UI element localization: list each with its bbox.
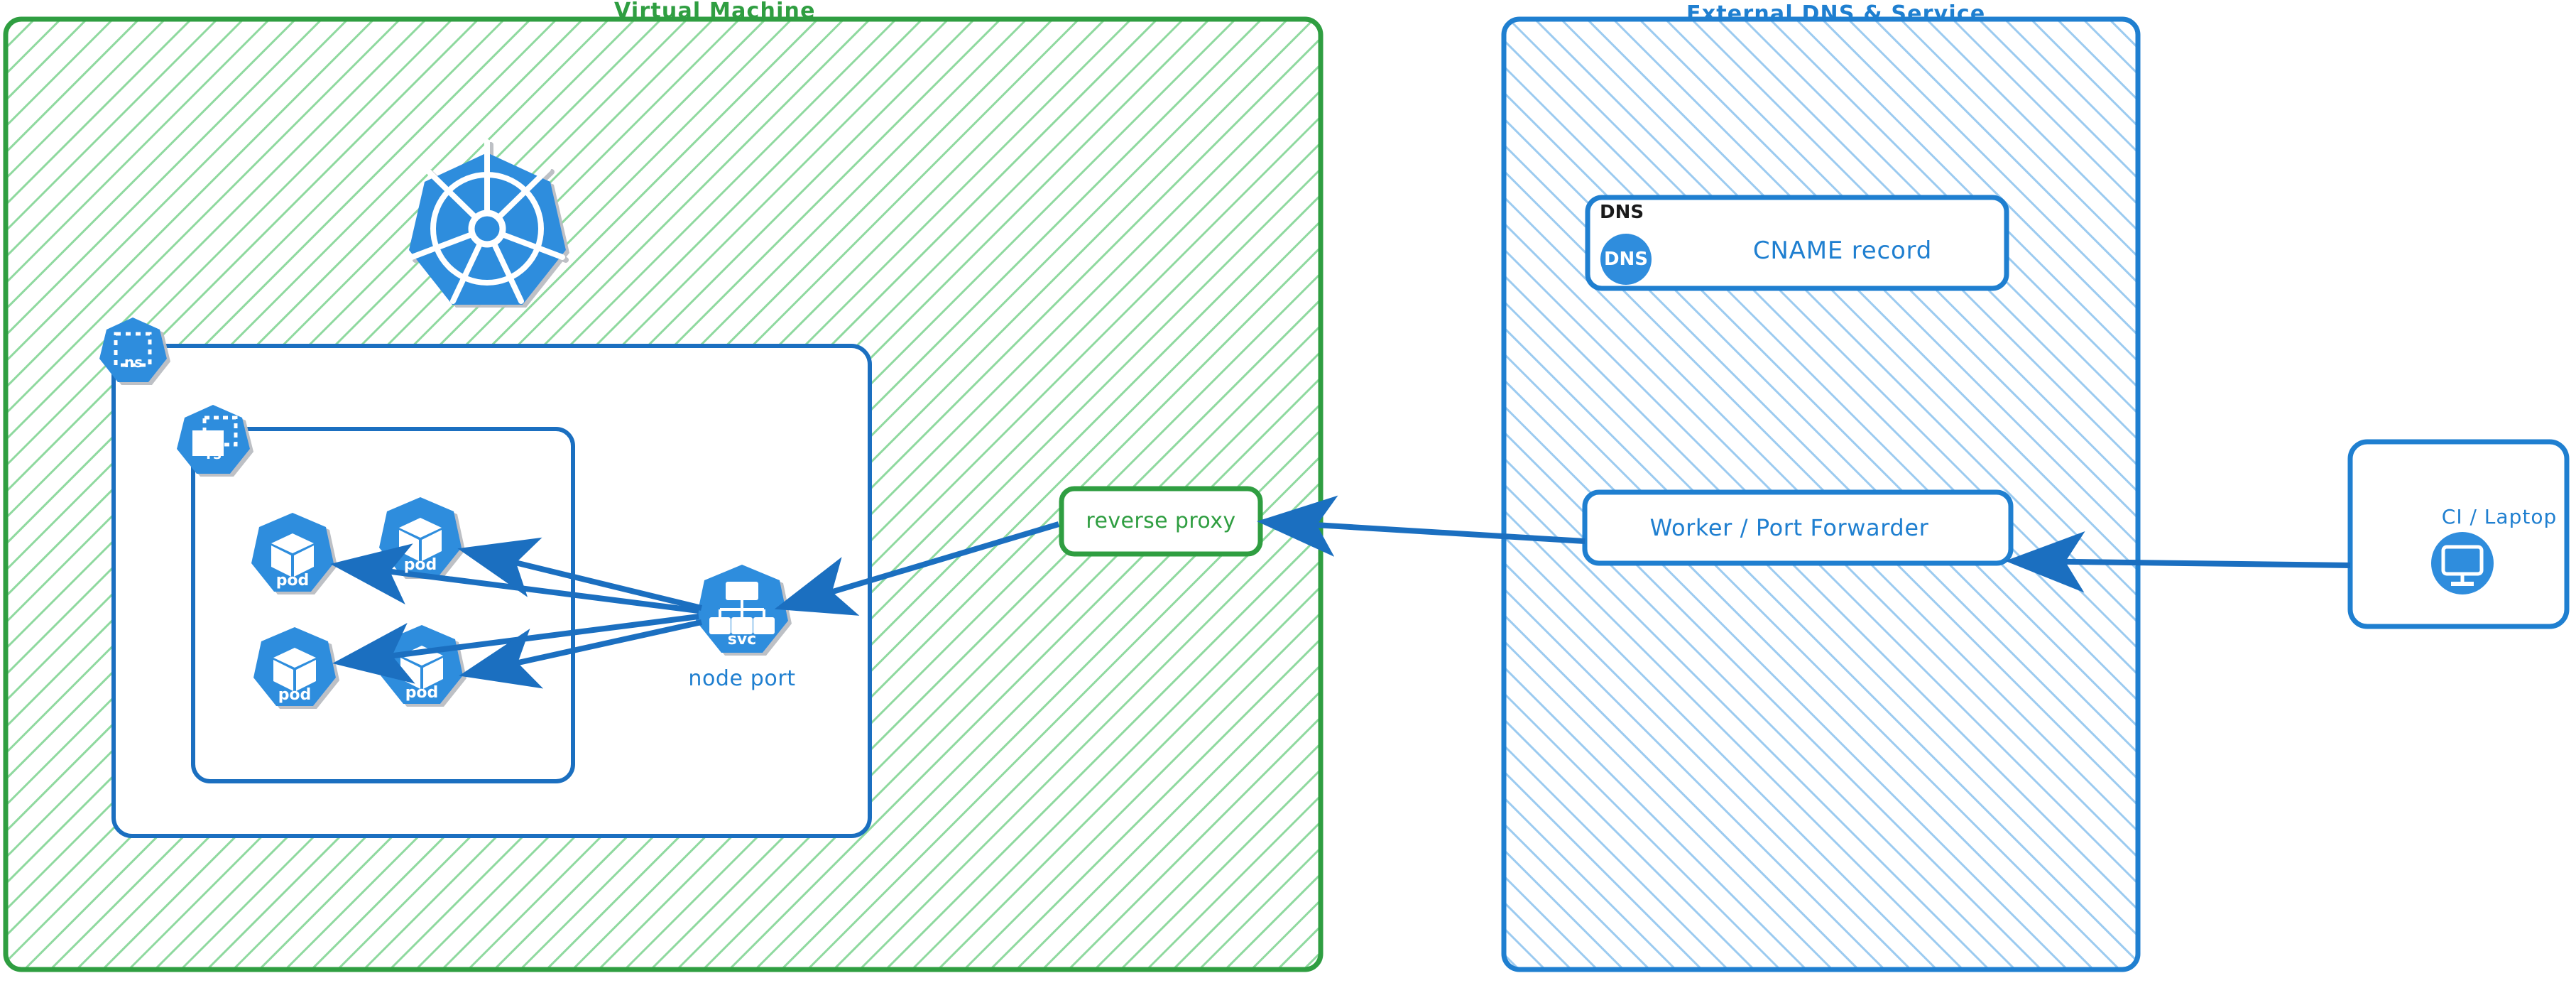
monitor-icon bbox=[2431, 532, 2494, 594]
kubernetes-logo bbox=[409, 139, 566, 305]
service-nodeport-icon[interactable] bbox=[696, 565, 788, 653]
worker-port-forwarder-box[interactable] bbox=[1582, 489, 2014, 566]
dns-tag-label: DNS bbox=[1600, 202, 1644, 223]
node-port-caption: node port bbox=[688, 666, 796, 691]
dns-circle-icon bbox=[1600, 234, 1652, 285]
edge-service-to-pod-2 bbox=[457, 537, 702, 611]
dns-cname-box[interactable] bbox=[1585, 195, 2009, 291]
edge-reverse-proxy-to-service bbox=[774, 521, 1060, 616]
replicaset-badge-icon bbox=[177, 405, 250, 474]
edge-worker-to-reverse-proxy bbox=[1257, 495, 1586, 557]
reverse-proxy-label: reverse proxy bbox=[1086, 508, 1236, 533]
worker-port-forwarder-label: Worker / Port Forwarder bbox=[1649, 514, 1929, 541]
edge-ci-to-worker bbox=[2005, 531, 2351, 593]
ci-laptop-box[interactable] bbox=[2347, 439, 2570, 629]
cname-record-label: CNAME record bbox=[1752, 237, 1933, 265]
pod-1[interactable] bbox=[251, 513, 334, 592]
pod-3[interactable] bbox=[253, 627, 336, 706]
replicaset-box[interactable] bbox=[191, 427, 575, 783]
external-dns-service-title: External DNS & Service bbox=[1686, 1, 1986, 26]
namespace-badge-icon bbox=[99, 317, 167, 382]
virtual-machine-title: Virtual Machine bbox=[614, 0, 816, 23]
ci-laptop-label: CI / Laptop bbox=[2441, 504, 2558, 528]
edge-service-to-pod-4 bbox=[459, 619, 702, 689]
